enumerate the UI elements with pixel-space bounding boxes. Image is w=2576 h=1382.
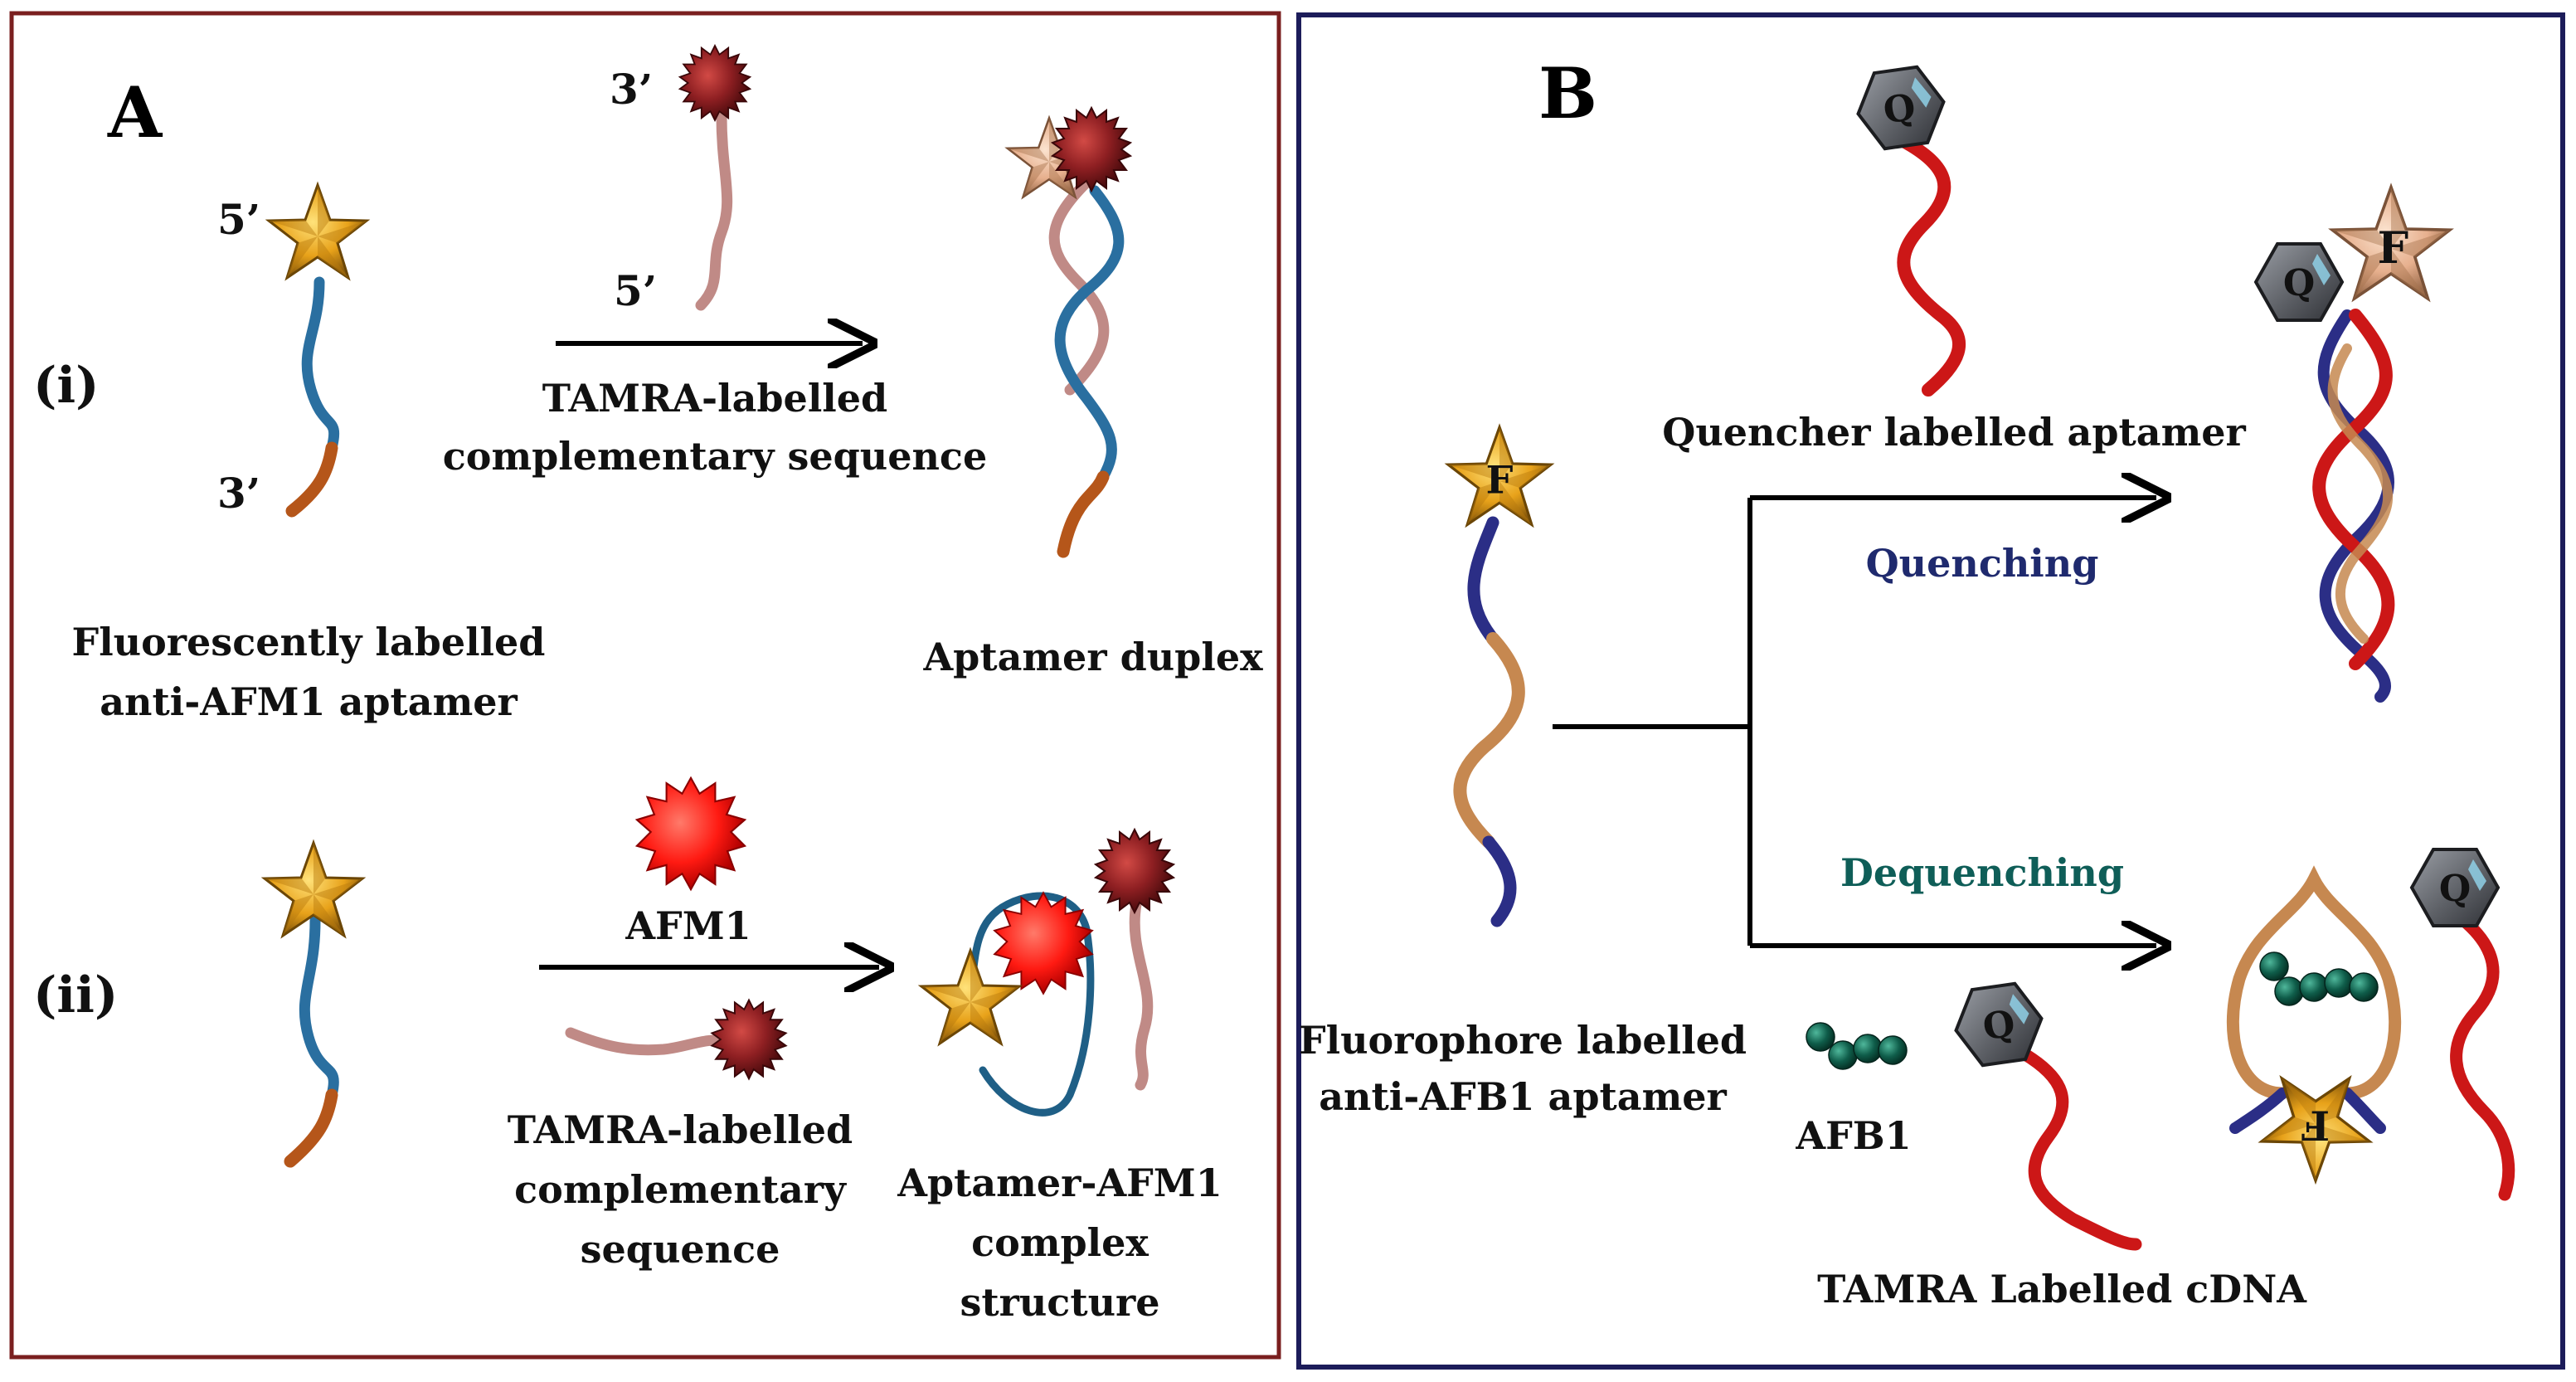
svg-text:Q: Q <box>1881 86 1918 133</box>
svg-text:Q: Q <box>2283 262 2315 304</box>
caption-cdna: TAMRA Labelled cDNA <box>1817 1267 2307 1311</box>
caption-fluorophore-line1: Fluorophore labelled <box>1299 1018 1747 1063</box>
panel-a-frame <box>9 11 1281 1360</box>
fluorescent-aptamer-ii <box>263 841 364 1168</box>
caption-duplex: Aptamer duplex <box>922 635 1263 679</box>
tamra-cdna: Q <box>1949 979 2142 1251</box>
arrow-i-label-line1: TAMRA-labelled <box>542 376 887 421</box>
arrow-ii-label-line3: sequence <box>581 1227 780 1272</box>
quenching-label: Quenching <box>1866 541 2099 586</box>
prime-5-mid-label: 5’ <box>614 266 657 315</box>
caption-fluorescent-line2: anti-AFM1 aptamer <box>100 679 518 724</box>
afb1-label: AFB1 <box>1795 1113 1911 1158</box>
svg-text:F: F <box>2301 1102 2330 1148</box>
prime-3-top-label: 3’ <box>610 65 653 114</box>
svg-text:F: F <box>1486 458 1514 503</box>
prime-5-label: 5’ <box>217 195 260 244</box>
aptamer-afb1-complex: F Q <box>2226 848 2515 1201</box>
panel-a-letter: A <box>107 71 163 153</box>
fluorophore-star-b-icon: F <box>1446 426 1553 527</box>
branch-connector <box>1553 498 2156 946</box>
caption-quencher: Quencher labelled aptamer <box>1662 410 2246 455</box>
tamra-strand-ii <box>565 999 787 1080</box>
quenched-duplex: Q F <box>2254 185 2452 703</box>
svg-text:Q: Q <box>2439 868 2471 910</box>
afm1-label: AFM1 <box>625 903 751 948</box>
fluorophore-aptamer: F <box>1446 426 1553 927</box>
caption-complex-line2: complex <box>971 1220 1149 1265</box>
caption-complex-line3: structure <box>960 1280 1159 1325</box>
fluorescent-aptamer-i <box>267 183 368 518</box>
aptamer-afm1-complex <box>920 829 1174 1117</box>
caption-fluorescent-line1: Fluorescently labelled <box>72 620 546 664</box>
released-quencher-icon: Q <box>2410 848 2500 927</box>
row-ii-label: (ii) <box>33 966 118 1024</box>
panel-b-letter: B <box>1538 52 1597 134</box>
inverted-fluorophore-icon: F <box>2260 1077 2371 1182</box>
aptamer-duplex <box>1006 107 1131 558</box>
prime-3-label: 3’ <box>217 469 260 518</box>
cdna-quencher-icon: Q <box>1949 979 2049 1070</box>
caption-fluorophore-line2: anti-AFB1 aptamer <box>1319 1074 1727 1119</box>
quencher-aptamer: Q <box>1851 62 1966 397</box>
tamra-strand-i <box>678 45 751 311</box>
arrow-ii-label-line1: TAMRA-labelled <box>508 1107 853 1152</box>
quencher-hexagon-icon: Q <box>1851 62 1951 153</box>
caption-complex-line1: Aptamer-AFM1 <box>897 1161 1222 1205</box>
arrow-i-label-line2: complementary sequence <box>443 434 987 479</box>
arrow-ii-label-line2: complementary <box>514 1167 847 1212</box>
duplex-quencher-icon: Q <box>2254 242 2344 322</box>
row-i-label: (i) <box>33 357 100 415</box>
duplex-fluorophore-icon: F <box>2331 185 2452 300</box>
svg-text:Q: Q <box>1981 1003 2018 1049</box>
dequenching-label: Dequenching <box>1840 850 2124 895</box>
svg-text:F: F <box>2378 222 2408 274</box>
